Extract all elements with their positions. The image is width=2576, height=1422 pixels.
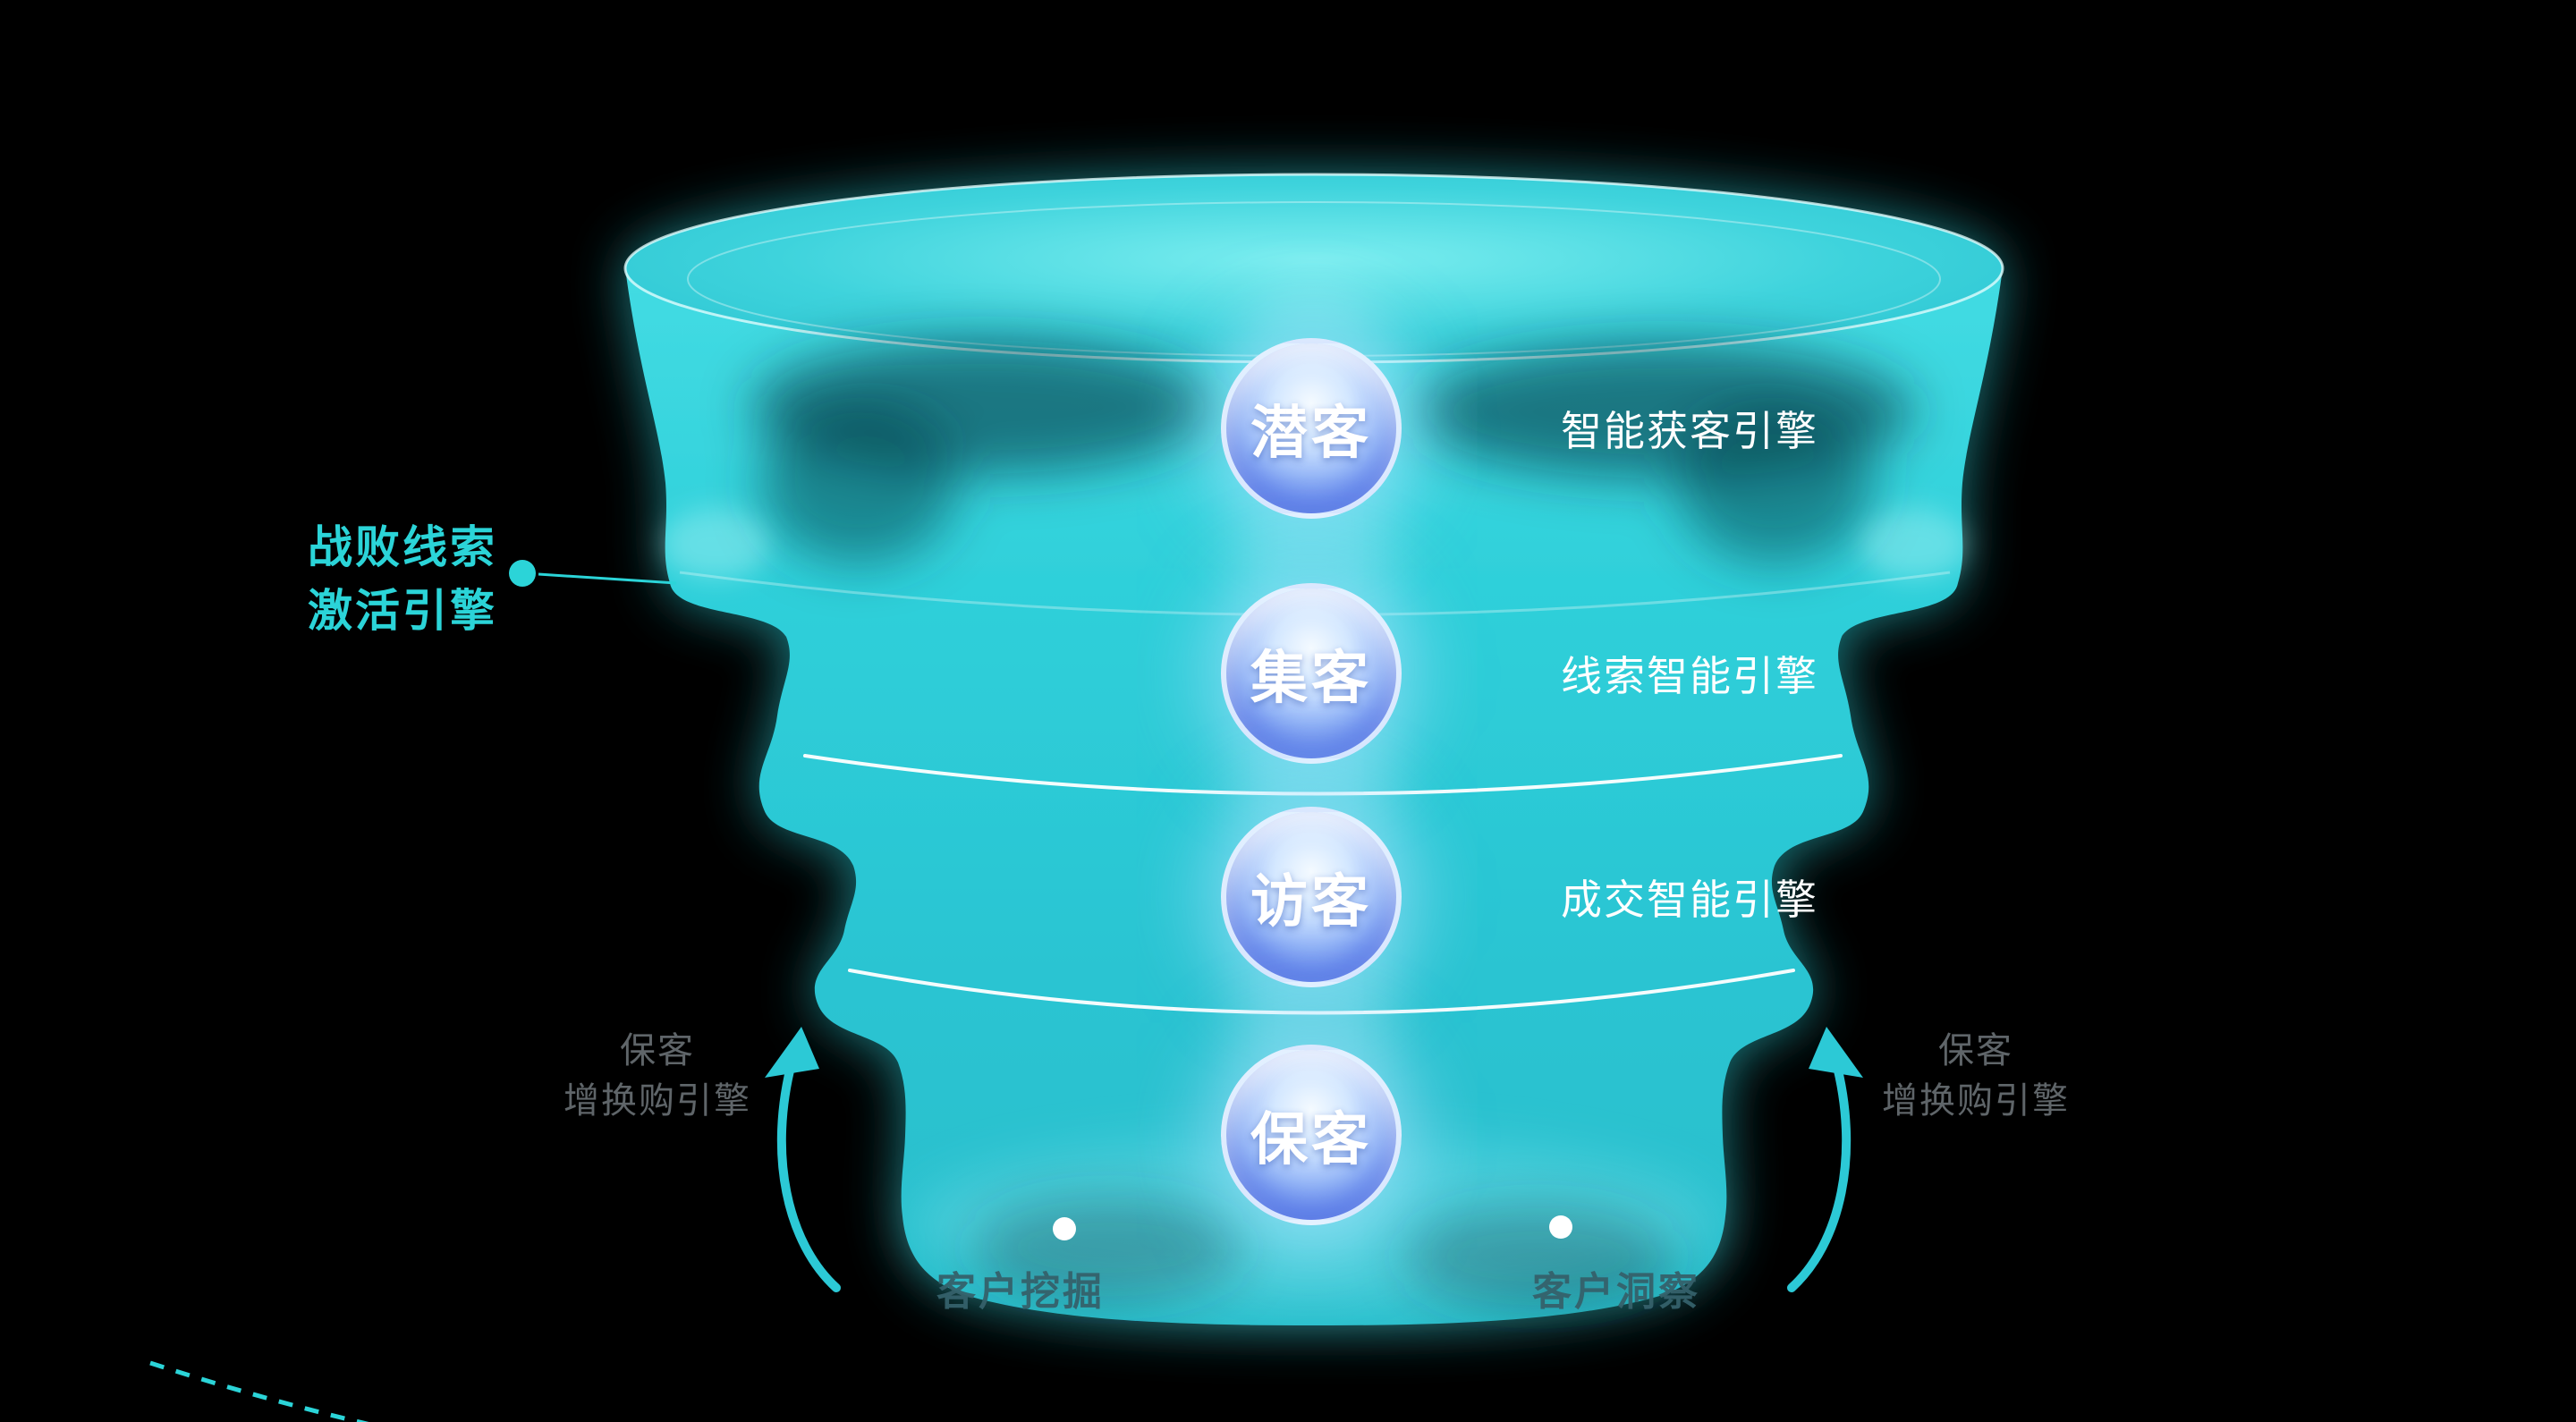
stage-badge-label: 潜客 [1250, 401, 1372, 465]
tier-separator-arc-2 [848, 969, 1795, 1015]
bottom-dot-right [1549, 1215, 1572, 1239]
retention-label-right-line2: 增换购引擎 [1882, 1081, 2070, 1121]
engine-label-acquisition: 智能获客引擎 [1561, 408, 1818, 454]
stage-badge-prospects: 潜客 [1221, 338, 1402, 519]
bottom-label-mining: 客户挖掘 [936, 1270, 1105, 1314]
engine-label-deals: 成交智能引擎 [1561, 876, 1818, 923]
retention-label-right-line1: 保客 [1938, 1031, 2013, 1071]
stage-badge-label: 保客 [1250, 1107, 1372, 1172]
tier-separator-arc-1 [803, 754, 1843, 796]
lost-lead-callout-line1: 战败线索 [308, 522, 497, 572]
lost-lead-callout-line2: 激活引擎 [308, 586, 497, 636]
stage-badge-retained: 保客 [1221, 1045, 1402, 1225]
lost-lead-connector-dot [509, 560, 536, 587]
retention-label-left-line2: 增换购引擎 [564, 1081, 751, 1121]
stage-badge-visitors: 访客 [1221, 807, 1402, 987]
retention-label-right: 保客 增换购引擎 [1882, 1026, 2070, 1126]
stage-badge-label: 集客 [1250, 646, 1372, 710]
bottom-dot-left [1053, 1217, 1076, 1240]
bottom-label-insight: 客户洞察 [1532, 1270, 1700, 1314]
bottom-orbit-dashed-arc [149, 1360, 369, 1422]
lost-lead-callout: 战败线索 激活引擎 [308, 516, 497, 643]
retention-label-left-line1: 保客 [620, 1031, 695, 1071]
lost-lead-connector-line [538, 572, 677, 585]
stage-badge-leads: 集客 [1221, 583, 1402, 764]
engine-label-leads: 线索智能引擎 [1561, 653, 1818, 699]
retention-label-left: 保客 增换购引擎 [564, 1026, 751, 1126]
left-upgrade-arrow [765, 1027, 841, 1292]
stage-badge-label: 访客 [1250, 869, 1372, 934]
right-upgrade-arrow [1787, 1027, 1863, 1292]
